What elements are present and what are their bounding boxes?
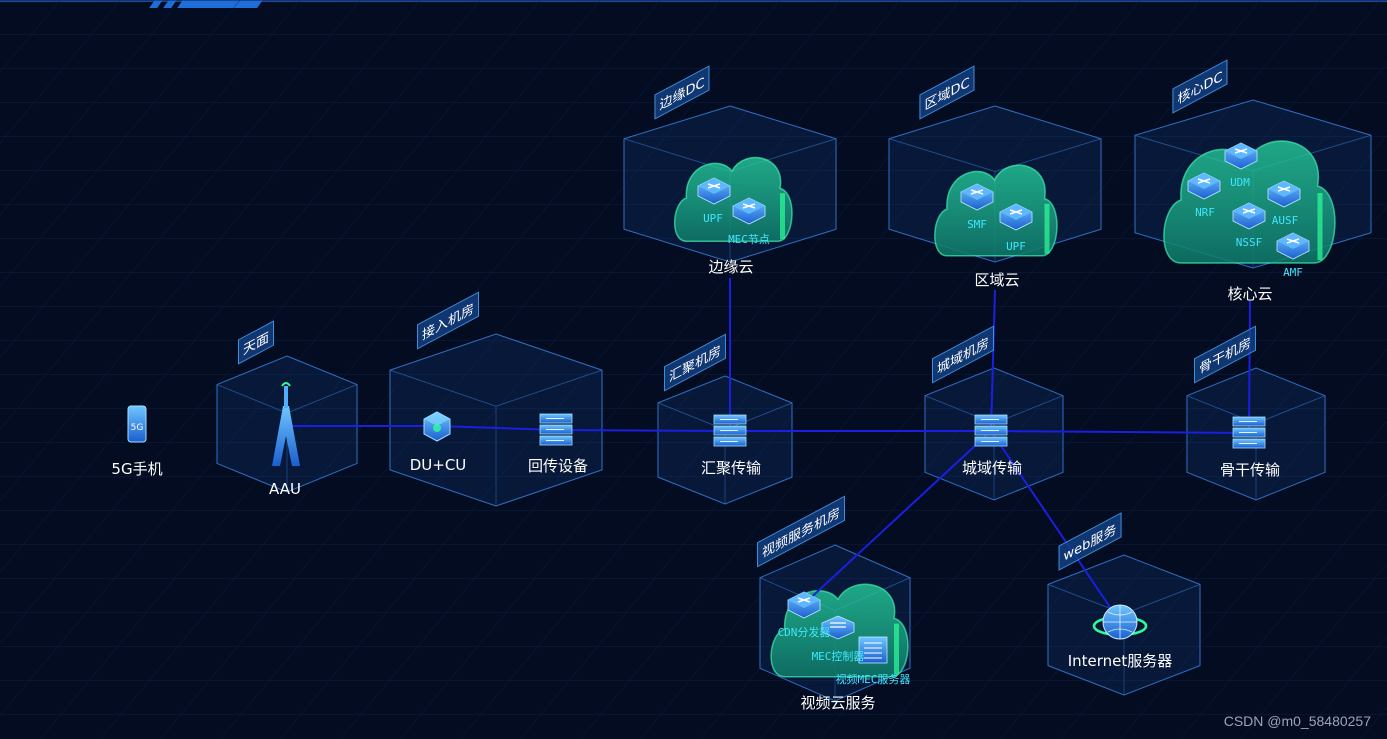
room-jieru	[389, 333, 603, 507]
baseband-unit-icon	[423, 411, 451, 442]
server-icon	[1232, 416, 1266, 449]
link-gugan-hexinyun	[1248, 299, 1251, 434]
router-icon	[697, 177, 731, 205]
router-icon	[960, 183, 994, 211]
label-aau: AAU	[269, 480, 301, 498]
link-huichuan-huiju	[555, 429, 731, 432]
globe-icon	[1092, 604, 1148, 640]
cloud-quyu	[934, 164, 1058, 257]
cloud-bianyuan	[673, 156, 793, 242]
router-icon	[1224, 142, 1258, 170]
watermark: CSDN @m0_58480257	[1223, 713, 1371, 729]
label-bianyuanyun: 边缘云	[708, 258, 754, 276]
label-huiju: 汇聚传输	[700, 459, 762, 477]
label-amf: AMF	[1283, 266, 1303, 279]
label-hexinyun: 核心云	[1227, 285, 1273, 303]
label-nrf: NRF	[1195, 206, 1215, 219]
server-icon	[539, 413, 573, 446]
router-icon	[1187, 172, 1221, 200]
router-icon	[787, 591, 821, 619]
label-phone: 5G手机	[111, 460, 163, 478]
label-mecctl: MEC控制器	[811, 650, 865, 663]
router-icon	[1232, 202, 1266, 230]
router-icon	[732, 197, 766, 225]
server-icon	[974, 414, 1008, 447]
label-udm: UDM	[1230, 176, 1250, 189]
label-upf1: UPF	[703, 212, 723, 225]
phone-icon: 5G	[127, 405, 147, 443]
link-chengyu-cdn	[803, 430, 992, 605]
label-nssf: NSSF	[1235, 236, 1263, 249]
cloud-shape	[934, 164, 1058, 257]
link-chengyu-quyuyun	[990, 289, 996, 432]
cloud-edge-glow	[894, 623, 899, 675]
room-inner-edge	[389, 369, 603, 407]
router-icon	[999, 203, 1033, 231]
link-chengyu-gugan	[990, 430, 1250, 434]
label-huichuan: 回传设备	[527, 457, 589, 475]
label-cdn: CDN分发器	[777, 626, 831, 639]
label-quyuyun: 区域云	[974, 271, 1020, 289]
label-shipinyun: 视频云服务	[800, 694, 876, 712]
label-mecsrv: 视频MEC服务器	[835, 673, 911, 686]
server-icon	[713, 414, 747, 447]
link-duCu-huichuan	[436, 425, 557, 431]
cloud-edge-glow	[780, 193, 785, 240]
label-mec: MEC节点	[728, 233, 770, 246]
server-rack-icon	[858, 636, 888, 664]
svg-text:5G: 5G	[131, 423, 144, 433]
antenna-tower-icon	[272, 382, 300, 466]
label-gugan: 骨干传输	[1219, 461, 1281, 479]
router-icon	[1276, 232, 1310, 260]
cloud-edge-glow	[1044, 203, 1050, 254]
label-chengyu: 城域传输	[961, 459, 1023, 477]
router-icon	[1267, 180, 1301, 208]
label-smf: SMF	[967, 218, 987, 231]
label-internet: Internet服务器	[1067, 652, 1173, 670]
cloud-edge-glow	[1317, 193, 1323, 261]
switch-icon	[821, 615, 855, 640]
link-chengyu-internet	[990, 430, 1121, 623]
label-upf2: UPF	[1006, 240, 1026, 253]
cloud-shape	[673, 156, 793, 242]
room-inner-edge	[888, 138, 1102, 173]
label-ausf: AUSF	[1271, 214, 1299, 227]
label-duCu: DU+CU	[409, 456, 467, 474]
